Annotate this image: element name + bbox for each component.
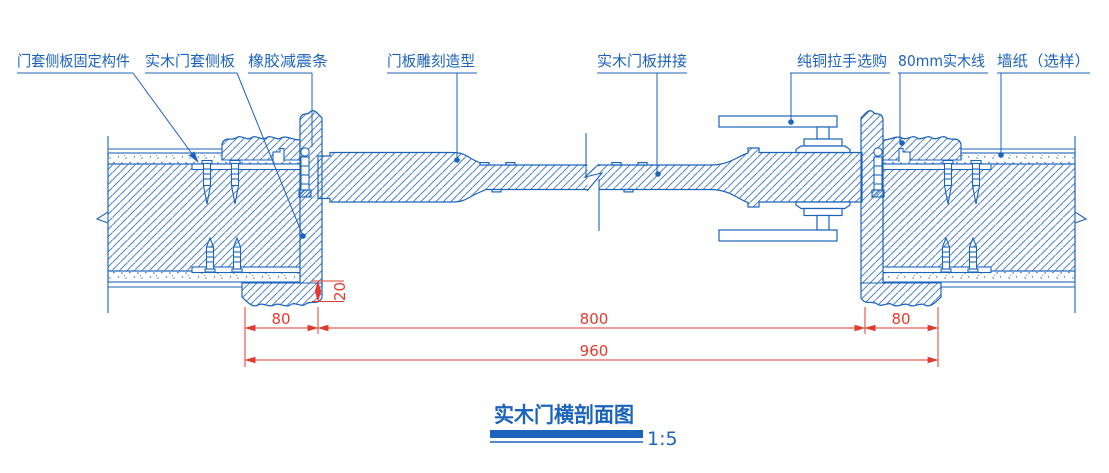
callout-text: 门板雕刻造型: [387, 52, 475, 70]
dim-value-door-opening: 800: [580, 310, 609, 328]
dim-value-right-jamb: 80: [891, 310, 910, 328]
callout-rubber-strip: 橡胶减震条: [248, 52, 328, 147]
handle-lever-top: [718, 115, 838, 128]
splice-joint: [491, 188, 502, 193]
callout-labels: 门套侧板固定构件 实木门套侧板 橡胶减震条 门板雕刻造型 实木门板拼接: [17, 52, 1090, 239]
drawing-scale: 1:5: [647, 428, 678, 450]
callout-text: 实木门套侧板: [145, 52, 235, 70]
callout-text: 80mm实木线: [898, 52, 985, 70]
anchor-screw: [967, 236, 979, 273]
rubber-damping-strip: [871, 147, 885, 198]
anchor-screw: [201, 159, 213, 205]
leader-line: [132, 72, 199, 163]
leader-dot: [899, 140, 905, 146]
title-underline-thick: [490, 430, 643, 438]
door-handle: [718, 115, 851, 242]
splice-joint: [479, 162, 490, 166]
anchor-screw: [231, 236, 243, 273]
dim-value-trim-thickness: 20: [331, 282, 349, 301]
callout-text: 门套侧板固定构件: [17, 52, 130, 70]
wall-break-edge: [1074, 136, 1088, 313]
leader-dot: [998, 152, 1004, 158]
fixing-clip-top: [272, 147, 285, 162]
handle-lever-bottom: [718, 229, 838, 242]
right-wall-assembly: [860, 110, 1088, 313]
callout-carved-panel: 门板雕刻造型: [387, 52, 477, 163]
leader-dot: [454, 157, 460, 163]
callout-text: 橡胶减震条: [248, 52, 328, 70]
splice-joint: [611, 162, 622, 166]
handle-stem-bottom: [816, 214, 830, 231]
splice-joint: [623, 188, 634, 193]
handle-flange-top: [795, 145, 851, 154]
anchor-screw: [204, 236, 216, 273]
callout-text: 纯铜拉手选购: [797, 52, 887, 70]
callout-panel-splice: 实木门板拼接: [597, 52, 687, 177]
left-wall-assembly: [95, 110, 323, 313]
anchor-screw: [970, 159, 982, 205]
fixing-clip-top: [898, 147, 911, 162]
splice-joint: [505, 162, 516, 166]
leader-dot: [300, 233, 306, 239]
drawing-title: 实木门横剖面图: [494, 403, 634, 427]
wall-break-edge: [95, 136, 109, 313]
callout-text: 实木门板拼接: [597, 52, 687, 70]
title-block: 实木门横剖面图 1:5: [490, 403, 678, 450]
callout-copper-handle: 纯铜拉手选购: [788, 52, 890, 125]
handle-flange-bottom: [795, 201, 851, 210]
anchor-screw: [942, 159, 954, 205]
anchor-screw: [940, 236, 952, 273]
callout-wallpaper: 墙纸（选样）: [997, 52, 1090, 158]
handle-rosette-top: [803, 138, 843, 147]
callout-frame-fixing: 门套侧板固定构件: [17, 52, 199, 163]
callout-text: 墙纸（选样）: [997, 52, 1090, 70]
handle-stem-top: [816, 126, 830, 140]
break-symbol: [583, 133, 604, 231]
rubber-damping-strip: [298, 147, 312, 198]
dim-value-left-jamb: 80: [271, 310, 290, 328]
leader-dot: [655, 171, 661, 177]
handle-rosette-bottom: [803, 207, 843, 217]
dimensions: 80 800 80 960 20: [244, 280, 939, 367]
callout-wood-trim: 80mm实木线: [898, 52, 988, 146]
dim-value-overall: 960: [580, 342, 609, 360]
callout-frame-side-panel: 实木门套侧板: [145, 52, 306, 239]
splice-joint: [637, 162, 648, 166]
leader-dot: [788, 119, 794, 125]
leader-line: [236, 72, 304, 237]
